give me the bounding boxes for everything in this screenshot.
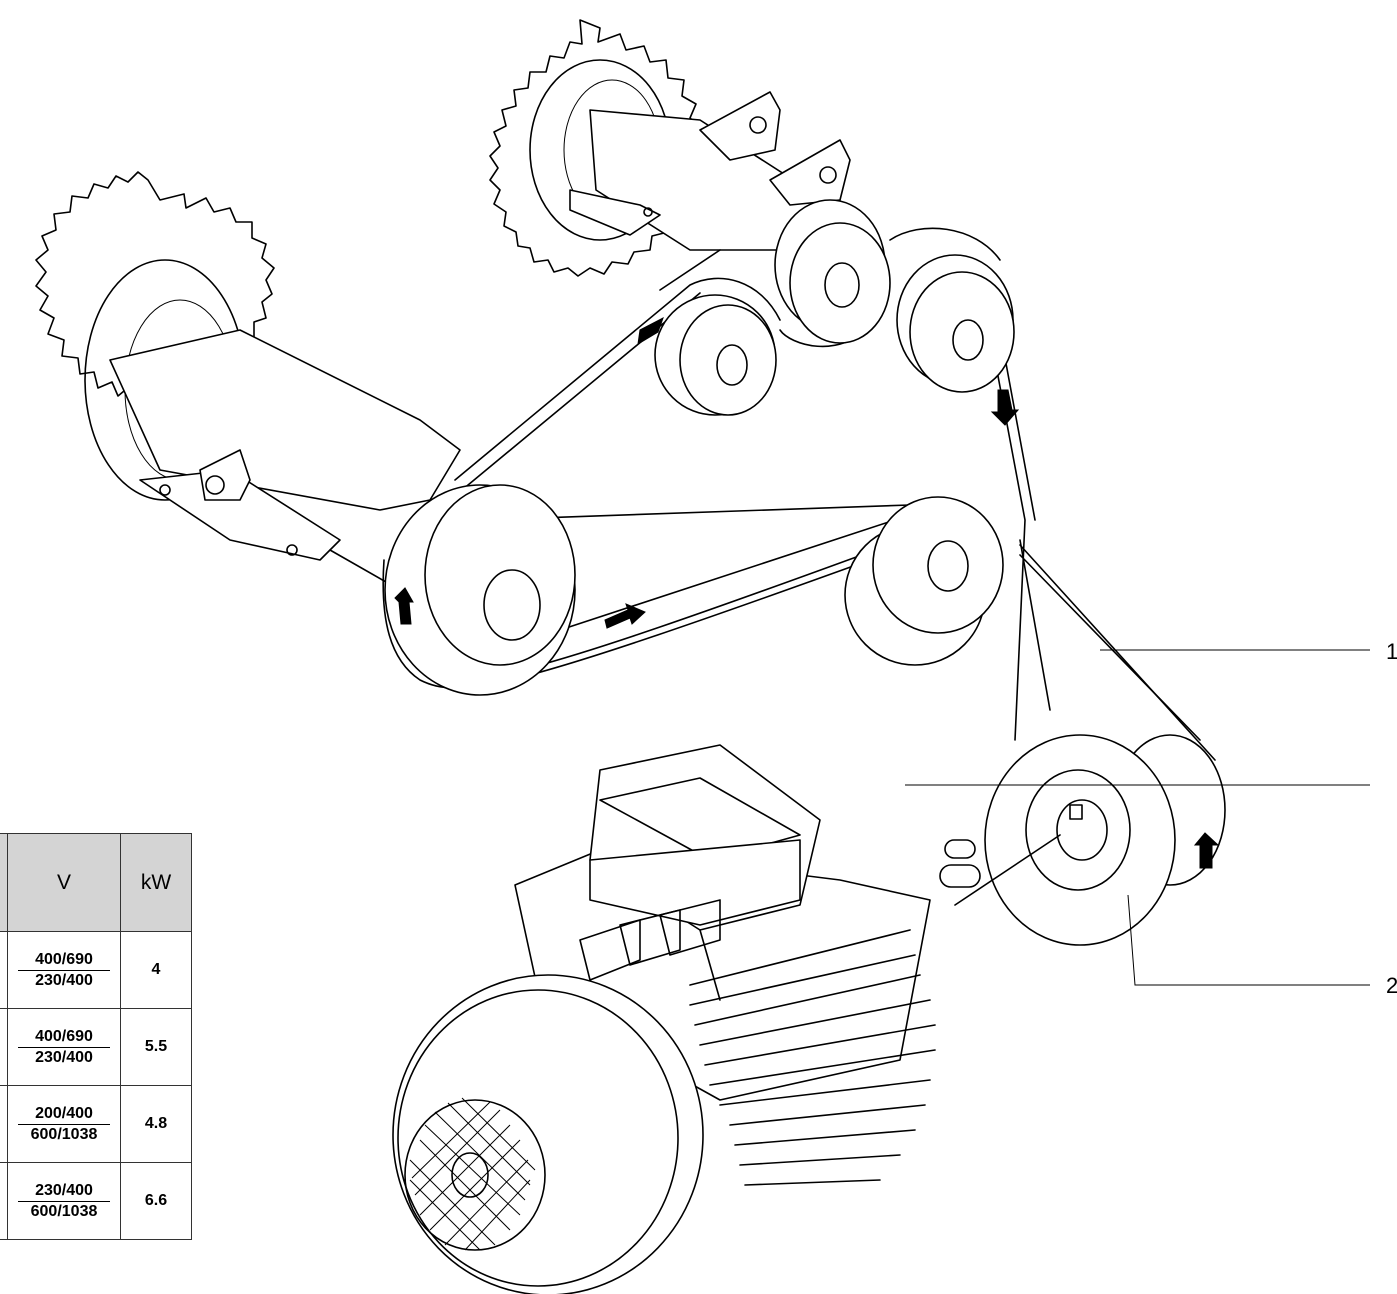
idler-pulley-middle	[845, 497, 1003, 665]
power-cell: 4.8	[120, 1085, 192, 1163]
voltage-top: 400/690	[18, 950, 110, 971]
lower-arbor	[110, 330, 460, 590]
voltage-top: 230/400	[18, 1181, 110, 1202]
table-header-lead	[0, 833, 8, 932]
table-row: 400/690 230/400 4	[0, 931, 192, 1009]
saw-drive-pulley	[385, 485, 575, 695]
motor-pulley	[940, 735, 1225, 945]
voltage-cell: 400/690 230/400	[7, 931, 121, 1009]
voltage-bottom: 600/1038	[30, 1125, 98, 1143]
table-row: 200/400 600/1038 4.8	[0, 1085, 192, 1163]
table-row: 400/690 230/400 5.5	[0, 1008, 192, 1086]
callout-1: 1	[1386, 639, 1397, 664]
voltage-top: 200/400	[18, 1104, 110, 1125]
power-header: kW	[120, 833, 192, 932]
voltage-cell: 230/400 600/1038	[7, 1162, 121, 1240]
callout-leaders	[905, 650, 1370, 985]
motor-spec-table: V kW 400/690 230/400 4 400/690 230/400 5…	[0, 833, 192, 1240]
voltage-top: 400/690	[18, 1027, 110, 1048]
voltage-cell: 400/690 230/400	[7, 1008, 121, 1086]
idler-pulley-top-left	[775, 200, 890, 343]
direction-arrow-icon	[395, 318, 1218, 868]
table-row: 230/400 600/1038 6.6	[0, 1162, 192, 1240]
idler-pulley-top-right	[897, 255, 1014, 392]
voltage-bottom: 230/400	[35, 1048, 93, 1066]
voltage-bottom: 600/1038	[30, 1202, 98, 1220]
tension-roller	[655, 295, 776, 415]
callout-2: 2	[1386, 973, 1397, 998]
upper-arbor	[570, 92, 850, 290]
table-header-row: V kW	[0, 833, 192, 932]
power-cell: 6.6	[120, 1162, 192, 1240]
voltage-cell: 200/400 600/1038	[7, 1085, 121, 1163]
power-cell: 5.5	[120, 1008, 192, 1086]
power-cell: 4	[120, 931, 192, 1009]
electric-motor	[393, 745, 935, 1294]
voltage-bottom: 230/400	[35, 971, 93, 989]
voltage-header: V	[7, 833, 121, 932]
